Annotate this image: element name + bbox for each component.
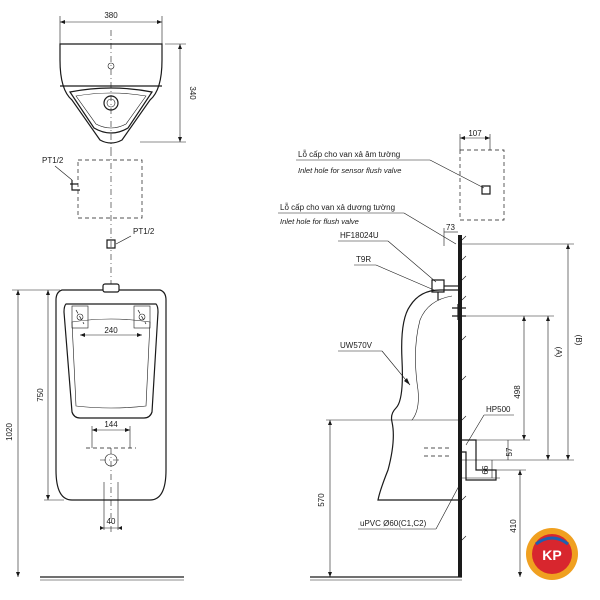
dim-380: 380 <box>104 11 118 20</box>
pt-label-upper: PT1/2 <box>42 156 64 165</box>
dim-a: (A) <box>554 347 563 358</box>
top-view: 380 340 <box>59 11 197 150</box>
part-uw570v: UW570V <box>340 341 373 350</box>
dim-57: 57 <box>505 447 514 456</box>
dim-b: (B) <box>574 335 583 346</box>
dim-40: 40 <box>107 517 116 526</box>
mounting-bracket-right <box>133 305 151 329</box>
wall <box>458 235 462 577</box>
dim-144: 144 <box>104 420 118 429</box>
side-view: 107 Lỗ cấp cho van xả âm tường Inlet hol… <box>278 129 583 581</box>
inlet-sensor-label-vi: Lỗ cấp cho van xả âm tường <box>298 150 400 159</box>
mounting-bracket-left <box>71 305 89 329</box>
dim-750: 750 <box>36 388 45 402</box>
inlet-sensor-label-en: Inlet hole for sensor flush valve <box>298 166 401 175</box>
dim-66: 66 <box>481 465 490 474</box>
part-upvc-pipe: uPVC Ø60(C1,C2) <box>360 519 427 528</box>
part-hf18024u: HF18024U <box>340 231 379 240</box>
logo-text: KP <box>542 547 561 563</box>
dim-1020: 1020 <box>5 423 14 441</box>
dim-570: 570 <box>317 493 326 507</box>
dim-240: 240 <box>104 326 118 335</box>
part-hp500: HP500 <box>486 405 511 414</box>
dim-410: 410 <box>509 519 518 533</box>
brand-logo: KP <box>526 528 578 580</box>
dim-107: 107 <box>468 129 482 138</box>
pt-label-lower: PT1/2 <box>133 227 155 236</box>
inlet-flush-label-en: Inlet hole for flush valve <box>280 217 359 226</box>
part-t9r: T9R <box>356 255 371 264</box>
dim-340: 340 <box>188 86 197 100</box>
inlet-flush-label-vi: Lỗ cấp cho van xả dương tường <box>280 203 395 212</box>
dim-498: 498 <box>513 385 522 399</box>
front-view: PT1/2 PT1/2 1020 750 <box>5 150 184 581</box>
dim-73: 73 <box>446 223 455 232</box>
